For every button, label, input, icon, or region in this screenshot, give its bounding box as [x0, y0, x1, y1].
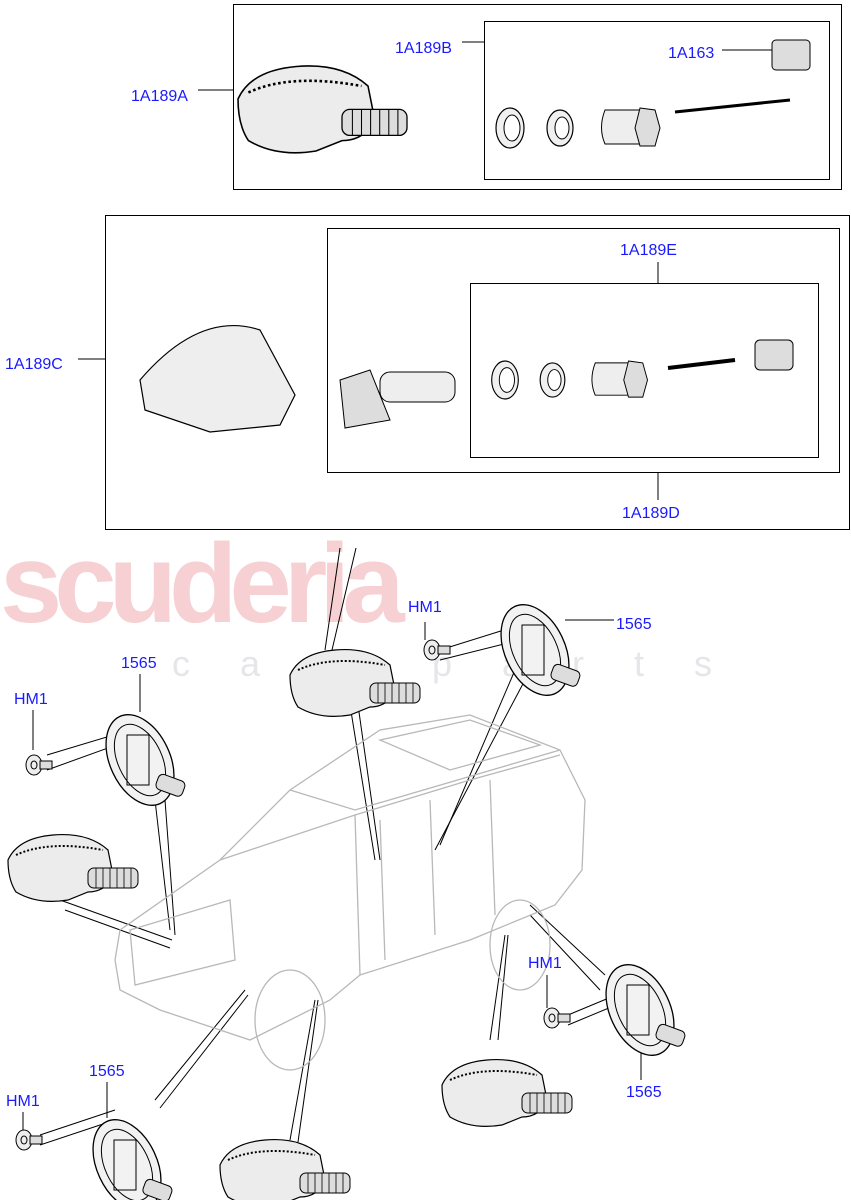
box-1a189c — [105, 215, 850, 530]
vehicle-icon — [114, 714, 586, 1071]
callout-1565: 1565 — [89, 1063, 125, 1080]
callout-1a189c: 1A189C — [5, 356, 63, 373]
valve-kit-icon — [495, 107, 661, 149]
tpms-sensor-icon — [289, 648, 421, 718]
callout-hm1: HM1 — [14, 691, 48, 708]
screw-icon — [423, 639, 451, 661]
callout-hm1: HM1 — [528, 955, 562, 972]
leader-lines — [22, 41, 772, 1146]
box-1a189b — [484, 21, 830, 180]
tpms-sensor-icon — [219, 1138, 351, 1200]
callout-1a189e: 1A189E — [620, 242, 677, 259]
bracket-icon — [591, 953, 689, 1067]
tpms-sensor-icon — [441, 1058, 573, 1128]
callout-1a189b: 1A189B — [395, 40, 452, 57]
watermark-brand: scuderia — [0, 521, 405, 646]
callout-1565: 1565 — [626, 1084, 662, 1101]
valve-cap-icon — [754, 339, 794, 371]
bracket-icon — [486, 593, 584, 707]
callout-1a163: 1A163 — [668, 45, 715, 62]
valve-cap-icon — [771, 39, 811, 71]
bracket-icon — [91, 703, 189, 817]
callout-1a189d: 1A189D — [622, 505, 680, 522]
callout-1a189a: 1A189A — [131, 88, 188, 105]
box-1a189a — [233, 4, 842, 190]
box-1a189e — [470, 283, 819, 458]
callout-hm1: HM1 — [408, 599, 442, 616]
tpms-sensor-icon — [7, 833, 139, 903]
sensor-1a189c-icon — [139, 324, 296, 433]
screw-icon — [543, 1007, 571, 1029]
callout-1565: 1565 — [616, 616, 652, 633]
valve-kit-icon — [491, 360, 649, 400]
tpms-sensor-icon — [236, 64, 409, 155]
callout-1565: 1565 — [121, 655, 157, 672]
screw-icon — [15, 1129, 43, 1151]
screw-icon — [25, 754, 53, 776]
callout-hm1: HM1 — [6, 1093, 40, 1110]
bracket-icon — [78, 1108, 176, 1200]
box-1a189d — [327, 228, 840, 473]
